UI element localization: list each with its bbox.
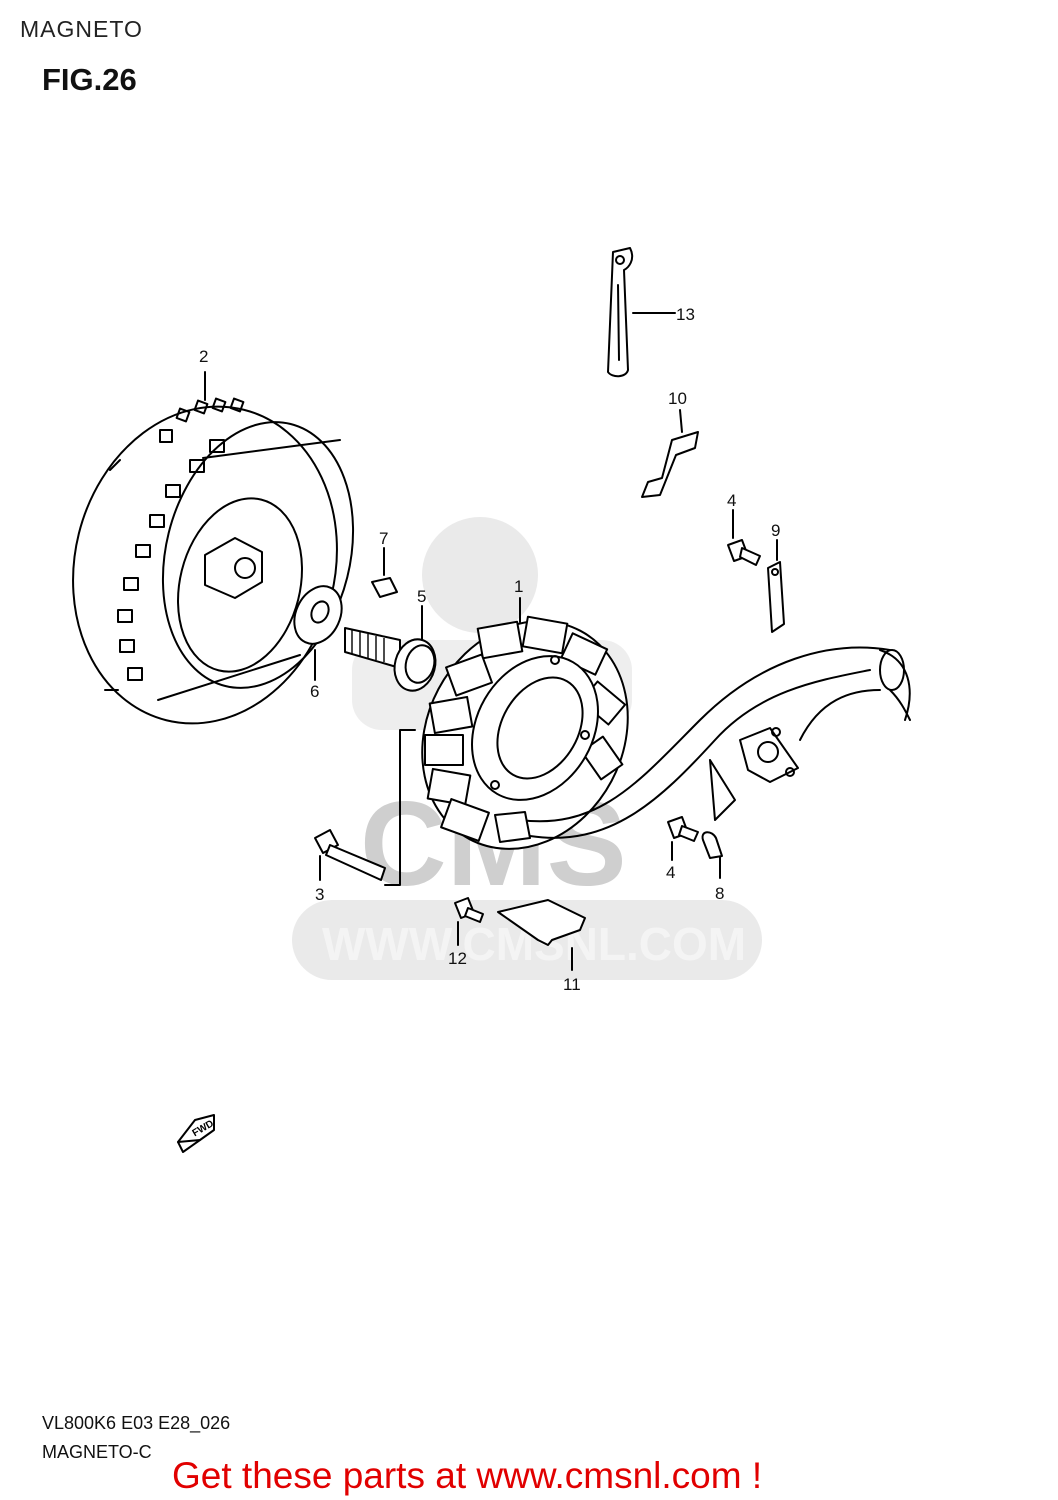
callout-7: 7 (379, 529, 388, 548)
callout-5: 5 (417, 587, 426, 606)
leader-lines (204, 312, 778, 971)
clamp-small (701, 831, 723, 859)
callout-11: 11 (563, 975, 581, 994)
rotor-flywheel (72, 397, 355, 725)
callout-numbers: 1 2 3 4 4 5 6 7 8 9 10 11 12 13 (199, 305, 780, 994)
plate (767, 561, 785, 633)
callout-6: 6 (310, 682, 319, 701)
promo-link[interactable]: Get these parts at www.cmsnl.com ! (172, 1455, 763, 1496)
diagram-code: VL800K6 E03 E28_026 (42, 1413, 231, 1433)
callout-1: 1 (514, 577, 523, 596)
harness-guide (607, 247, 634, 378)
callout-9: 9 (771, 521, 780, 540)
callout-12: 12 (448, 949, 467, 968)
callout-3: 3 (315, 885, 324, 904)
rotor-bolt (344, 627, 437, 692)
callout-4-lower: 4 (666, 863, 675, 882)
diagram-subtitle: MAGNETO-C (42, 1442, 152, 1462)
key (371, 577, 398, 598)
screw (454, 897, 484, 923)
bolt-upper (727, 539, 761, 566)
section-title: MAGNETO (20, 16, 143, 42)
callout-4-upper: 4 (727, 491, 736, 510)
callout-2: 2 (199, 347, 208, 366)
wiring-harness (494, 646, 911, 843)
clamp-bracket (641, 431, 699, 498)
washer (293, 585, 343, 645)
callout-10: 10 (668, 389, 687, 408)
stator (421, 615, 629, 850)
bolt-lower (667, 816, 699, 842)
bracket-plate (497, 899, 586, 946)
callout-8: 8 (715, 884, 724, 903)
stator-bolt (314, 829, 386, 881)
figure-number: FIG.26 (42, 62, 137, 97)
fwd-arrow-icon: FWD (177, 1114, 216, 1153)
pickup-coil (739, 727, 799, 783)
callout-13: 13 (676, 305, 695, 324)
